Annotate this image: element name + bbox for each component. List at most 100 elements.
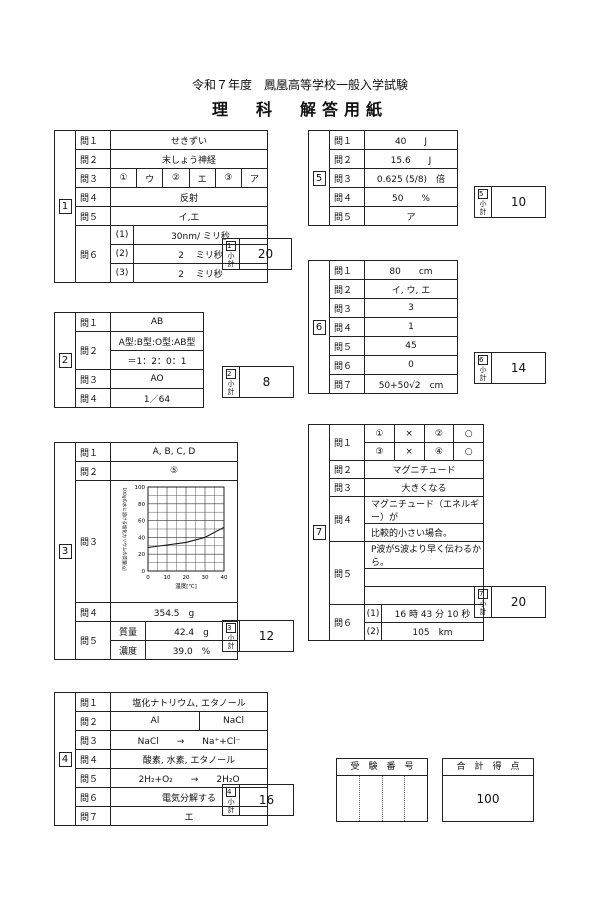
s5-q5-answer: ア	[364, 206, 458, 226]
total-score-label: 合 計 得 点	[443, 759, 533, 776]
section-2-number: 2	[54, 312, 76, 408]
exam-digit-cell[interactable]	[383, 776, 406, 821]
x-tick-label: 20	[183, 575, 190, 581]
s7-q2-label: 問２	[329, 460, 365, 479]
sheet-title: 理 科 解答用紙	[211, 100, 388, 119]
s7-q1-row2: ③ × ④ ○	[364, 442, 484, 461]
s1-q6-sub-answer: 2 ミリ秒	[133, 263, 268, 283]
s6-q2-label: 問２	[329, 279, 365, 299]
section-5-table: 5 問１ 40 J 問２ 15.6 J 問３ 0.625 (5/8) 倍 問４ …	[308, 130, 458, 226]
s1-q2-label: 問２	[75, 149, 111, 169]
s5-q2-label: 問２	[329, 149, 365, 169]
s4-q3-label: 問３	[75, 730, 111, 750]
s1-q3-answer: ① ウ ② エ ③ ア	[110, 168, 268, 188]
s1-q3-cell: ③	[214, 169, 241, 187]
s7-q1-cell: ②	[423, 425, 454, 442]
s4-q1-answer: 塩化ナトリウム, エタノール	[110, 692, 268, 712]
s7-q3-label: 問３	[329, 478, 365, 497]
y-axis-label: 100gの水に溶ける塩化カリウムの質量[g]	[121, 487, 128, 571]
s4-q6-label: 問６	[75, 787, 111, 807]
section-4-table: 4 問１ 塩化ナトリウム, エタノール 問２ Al NaCl 問３ NaCl →…	[54, 692, 268, 826]
s4-q4-answer: 酸素, 水素, エタノール	[110, 749, 268, 769]
s6-q4-answer: 1	[364, 317, 458, 337]
s7-q5-answer-line2	[364, 568, 484, 587]
section-3-number: 3	[54, 442, 76, 660]
s1-q2-answer: 末しょう神経	[110, 149, 268, 169]
y-tick-label: 80	[138, 502, 145, 508]
s5-q1-answer: 40 J	[364, 130, 458, 150]
section-6-table: 6 問１ 80 cm 問２ イ, ウ, エ 問３ 3 問４ 1 問５ 45 問６…	[308, 260, 458, 394]
s5-q4-answer: 50 %	[364, 187, 458, 207]
s2-q4-answer: 1／64	[110, 388, 204, 408]
x-tick-label: 10	[164, 575, 171, 581]
s2-subtotal: 8	[262, 375, 271, 389]
s2-q3-label: 問３	[75, 369, 111, 389]
s4-q3-answer: NaCl → Na⁺+Cl⁻	[110, 730, 268, 750]
s1-q5-answer: イ,エ	[110, 206, 268, 226]
exam-number-digits[interactable]	[337, 776, 427, 821]
exam-digit-cell[interactable]	[337, 776, 360, 821]
s3-q5-mass-label: 質量	[110, 621, 146, 641]
s5-subtotal: 10	[510, 195, 527, 209]
s1-q4-label: 問４	[75, 187, 111, 207]
s1-q3-cell: ア	[240, 169, 267, 187]
exam-digit-cell[interactable]	[405, 776, 427, 821]
exam-digit-cell[interactable]	[360, 776, 383, 821]
s6-q2-answer: イ, ウ, エ	[364, 279, 458, 299]
s6-q6-label: 問６	[329, 355, 365, 375]
s6-q4-label: 問４	[329, 317, 365, 337]
s4-q2-answer-a: Al	[110, 711, 200, 731]
s1-q4-answer: 反射	[110, 187, 268, 207]
s1-q3-cell: ②	[162, 169, 188, 187]
s7-q4-label: 問４	[329, 496, 365, 542]
section-6-number: 6	[308, 260, 330, 394]
exam-number-box: 受 験 番 号	[336, 758, 428, 822]
s5-q3-label: 問３	[329, 168, 365, 188]
s6-q5-label: 問５	[329, 336, 365, 356]
solubility-curve	[147, 526, 225, 549]
s7-q6-sub-number: (2)	[364, 622, 382, 641]
s5-q4-label: 問４	[329, 187, 365, 207]
x-axis-label: 温度[℃]	[175, 582, 196, 590]
s1-q1-answer: せきずい	[110, 130, 268, 150]
s6-q3-label: 問３	[329, 298, 365, 318]
s5-q5-label: 問５	[329, 206, 365, 226]
section-7-table: 7 問１ ① × ② ○ ③ × ④ ○ 問２ マグニチュード 問３ 大きくなる	[308, 424, 484, 641]
s1-q3-cell: エ	[188, 169, 215, 187]
s4-q2-answer-b: NaCl	[199, 711, 268, 731]
section-5-number: 5	[308, 130, 330, 226]
s7-q5-label: 問５	[329, 541, 365, 605]
s1-q1-label: 問１	[75, 130, 111, 150]
s7-q6-answer-1: 16 時 43 分 10 秒	[381, 604, 484, 623]
s1-q3-cell: ウ	[136, 169, 162, 187]
total-score-box: 合 計 得 点 100	[442, 758, 534, 822]
s1-q6-label: 問６	[75, 225, 111, 283]
s1-q3-cell: ①	[119, 173, 128, 183]
s7-q4-answer-line2: 比較的小さい場合。	[364, 523, 484, 542]
s4-q5-label: 問５	[75, 768, 111, 788]
s7-q6-sub-number: (1)	[364, 604, 382, 623]
section-4-number: 4	[54, 692, 76, 826]
s4-q1-label: 問１	[75, 692, 111, 712]
s7-q3-answer: 大きくなる	[364, 478, 484, 497]
s2-q2-answer-line1: A型:B型:O型:AB型	[110, 331, 204, 351]
s7-q1-cell: ○	[453, 443, 483, 460]
x-tick-label: 30	[202, 575, 209, 581]
s3-q5-conc-label: 濃度	[110, 640, 146, 660]
s5-q1-label: 問１	[329, 130, 365, 150]
s6-q1-answer: 80 cm	[364, 260, 458, 280]
s7-q4-answer-line1: マグニチュード（エネルギー）が	[364, 496, 484, 524]
s2-q1-label: 問１	[75, 312, 111, 332]
s7-q1-label: 問１	[329, 424, 365, 461]
s3-q1-label: 問１	[75, 442, 111, 462]
x-tick-label: 40	[221, 575, 228, 581]
